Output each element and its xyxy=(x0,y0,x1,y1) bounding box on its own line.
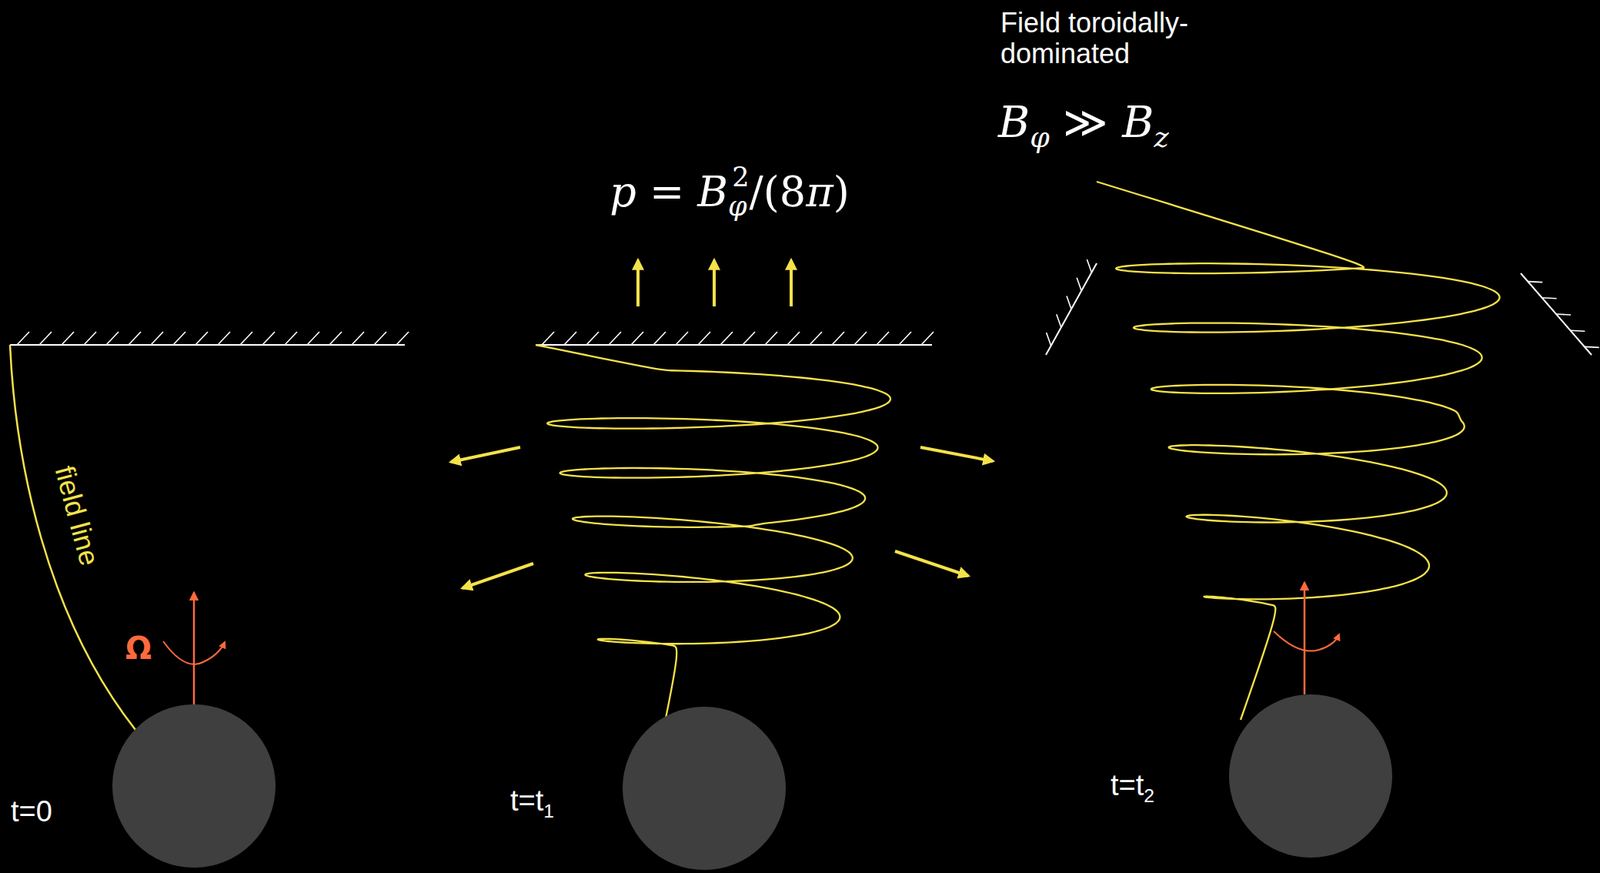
time-label: t=t1 xyxy=(510,784,555,818)
hatch-tick xyxy=(854,331,867,345)
wall-hatching xyxy=(541,331,934,345)
hatch-tick xyxy=(106,331,119,345)
rotation-axis xyxy=(1303,582,1307,695)
field-ratio-formula: Bφ ≫ Bz xyxy=(998,98,1170,147)
hatch-tick xyxy=(1556,313,1571,315)
hatch-tick xyxy=(1046,332,1052,346)
wall xyxy=(535,344,932,346)
star xyxy=(1229,694,1393,858)
hatch-tick xyxy=(83,331,97,345)
hatch-tick xyxy=(1542,297,1557,299)
hatch-tick xyxy=(195,331,208,345)
hatch-tick xyxy=(150,331,164,345)
hatch-tick xyxy=(898,331,912,345)
hatch-tick xyxy=(1076,277,1082,291)
time-label: t=t2 xyxy=(1110,769,1155,802)
hatch-tick xyxy=(541,331,555,345)
hatch-tick xyxy=(921,331,934,345)
field-state-note: Field toroidally-dominated xyxy=(1000,7,1266,69)
expansion-arrow xyxy=(895,551,969,576)
hatch-tick xyxy=(240,331,253,345)
wall xyxy=(10,344,405,346)
hatch-tick xyxy=(16,331,30,345)
star xyxy=(622,706,786,870)
hatch-tick xyxy=(698,331,711,345)
wound-field-line xyxy=(1096,181,1500,720)
field-line xyxy=(535,344,891,730)
star xyxy=(112,704,276,868)
hatch-tick xyxy=(787,331,800,345)
rotation-arrow xyxy=(163,641,225,665)
hatch-tick xyxy=(262,331,275,345)
expansion-arrow xyxy=(920,447,993,461)
hatch-tick xyxy=(831,331,845,345)
hatch-tick xyxy=(608,331,622,345)
hatch-tick xyxy=(396,331,409,345)
hatch-tick xyxy=(329,331,342,345)
hatch-tick xyxy=(374,331,387,345)
hatch-tick xyxy=(61,331,74,345)
hatch-tick xyxy=(128,331,141,345)
wall xyxy=(1045,263,1097,355)
hatch-tick xyxy=(39,331,52,345)
hatch-tick xyxy=(1056,313,1062,328)
field-line-label: field line xyxy=(49,462,105,569)
rotation-arrow xyxy=(1273,631,1340,652)
pressure-formula: p = Bφ2/(8π) xyxy=(609,169,850,215)
rotation-axis xyxy=(193,592,196,705)
expansion-arrow xyxy=(450,447,521,462)
pressure-arrow xyxy=(636,260,640,307)
wall-hatching xyxy=(16,331,409,345)
hatch-tick xyxy=(173,331,186,345)
hatch-tick xyxy=(675,331,689,345)
wall-hatching xyxy=(1046,259,1600,348)
hatch-tick xyxy=(1569,330,1585,331)
time-label: t=0 xyxy=(10,795,53,829)
hatch-tick xyxy=(631,331,644,345)
hatch-tick xyxy=(1584,346,1600,348)
hatch-tick xyxy=(720,331,733,345)
hatch-tick xyxy=(876,331,889,345)
hatch-tick xyxy=(284,331,298,345)
hatch-tick xyxy=(217,331,231,345)
hatch-tick xyxy=(742,331,755,345)
panel-t0 xyxy=(10,331,409,868)
field-line xyxy=(10,344,136,730)
expansion-arrow xyxy=(462,563,534,588)
pressure-arrow xyxy=(712,260,716,307)
hatch-tick xyxy=(564,331,577,345)
hatch-tick xyxy=(653,331,666,345)
hatch-tick xyxy=(586,331,599,345)
hatch-tick xyxy=(307,331,320,345)
wall xyxy=(1520,273,1592,355)
field-line xyxy=(1096,181,1500,720)
hatch-tick xyxy=(1527,281,1543,283)
wound-field-line xyxy=(535,344,891,730)
hatch-tick xyxy=(351,331,365,345)
pressure-arrow xyxy=(789,260,793,307)
hatch-tick xyxy=(1066,296,1072,310)
hatch-tick xyxy=(809,331,822,345)
hatch-tick xyxy=(1086,259,1092,273)
omega-symbol: Ω xyxy=(125,631,152,665)
panel-t2 xyxy=(1045,181,1600,858)
hatch-tick xyxy=(764,331,778,345)
panel-t1 xyxy=(450,260,993,870)
